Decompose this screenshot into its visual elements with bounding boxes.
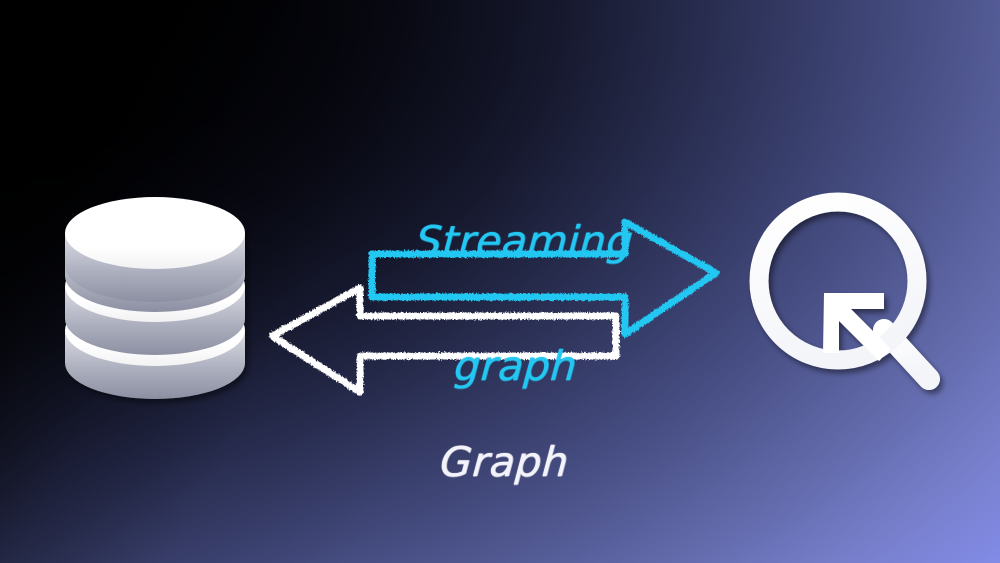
graph-databases-arrow [268,284,620,396]
cursor-arrow-icon [823,293,891,361]
magnifying-glass-icon [749,192,940,390]
magnifier-lens-ring [749,192,927,370]
streaming-graph-arrow [368,218,720,338]
database-layer-top [65,197,245,302]
database-icon [65,197,245,399]
